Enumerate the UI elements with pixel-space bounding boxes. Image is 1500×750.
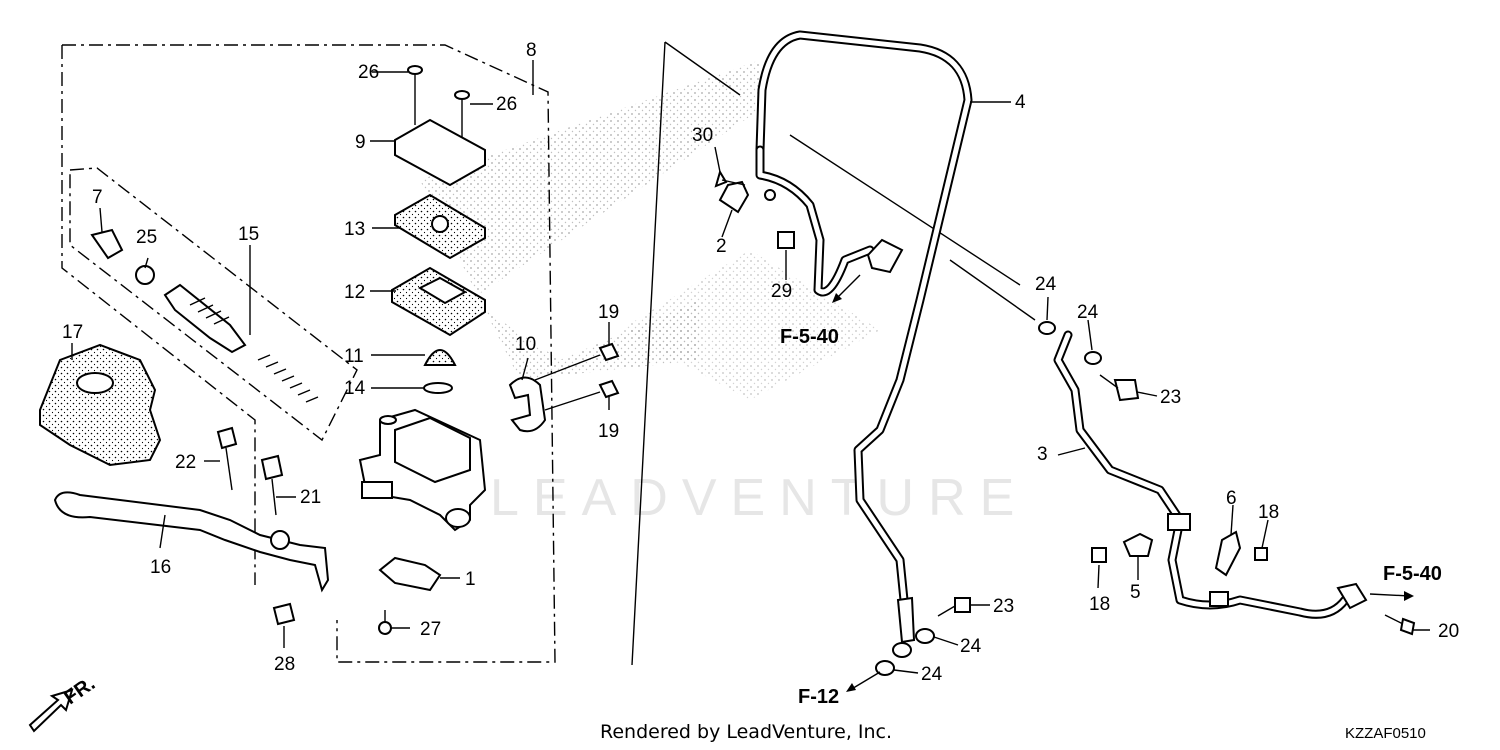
diagram-code: KZZAF0510 <box>1345 725 1426 742</box>
label-20: 20 <box>1438 621 1459 642</box>
label-11: 11 <box>344 346 364 367</box>
label-27: 27 <box>420 619 441 640</box>
reference-arrows <box>832 274 1414 692</box>
label-12: 12 <box>344 282 365 303</box>
piston[interactable] <box>163 283 247 354</box>
shadow-band <box>420 60 760 380</box>
label-29: 29 <box>771 281 792 302</box>
group-outline-left <box>61 45 256 585</box>
ref-f-12[interactable]: F-12 <box>798 686 839 708</box>
label-17: 17 <box>62 322 83 343</box>
label-18-a: 18 <box>1089 594 1110 615</box>
washer-24-b[interactable] <box>915 628 935 644</box>
bolt-19-a[interactable] <box>534 342 620 381</box>
brake-lever[interactable] <box>53 491 330 593</box>
label-24-a: 24 <box>1035 274 1057 295</box>
label-9: 9 <box>355 132 366 153</box>
bolt-29[interactable] <box>777 231 795 249</box>
label-3: 3 <box>1037 444 1048 465</box>
label-25: 25 <box>136 227 157 248</box>
group-outline-piston-kit <box>69 167 358 442</box>
nut-28[interactable] <box>272 602 296 626</box>
label-1: 1 <box>465 569 476 590</box>
bolt-19-b[interactable] <box>544 379 620 411</box>
ref-f-5-40-right[interactable]: F-5-40 <box>1383 563 1442 585</box>
label-24-b: 24 <box>1077 302 1099 323</box>
bolt-30[interactable] <box>714 169 746 188</box>
holder[interactable] <box>508 376 547 433</box>
bolt-20[interactable] <box>1384 614 1416 636</box>
clamp-2[interactable] <box>718 180 750 214</box>
banjo-bolt-23-lower[interactable] <box>937 597 971 617</box>
label-18-b: 18 <box>1258 502 1279 523</box>
label-16: 16 <box>150 557 171 578</box>
brake-hose-3[interactable] <box>1053 330 1368 619</box>
footer-credit: Rendered by LeadVenture, Inc. <box>600 721 892 743</box>
leader-lines <box>71 60 1430 674</box>
label-8: 8 <box>526 40 537 61</box>
label-4: 4 <box>1015 92 1026 113</box>
reservoir-cap[interactable] <box>394 118 486 187</box>
label-21: 21 <box>300 487 321 508</box>
label-7: 7 <box>92 187 103 208</box>
label-26-b: 26 <box>496 94 517 115</box>
label-28: 28 <box>274 654 295 675</box>
watermark-text: LEADVENTURE <box>490 469 1028 527</box>
diaphragm[interactable] <box>391 266 486 337</box>
screw-26-b[interactable] <box>454 90 470 160</box>
label-14: 14 <box>344 378 366 399</box>
label-30: 30 <box>692 125 713 146</box>
boot[interactable] <box>90 228 124 260</box>
banjo-bolt-23-upper[interactable] <box>1099 374 1140 402</box>
label-19-a: 19 <box>598 302 619 323</box>
lever-cover[interactable] <box>39 343 162 467</box>
spring[interactable] <box>257 354 319 403</box>
clamp-5[interactable] <box>1122 532 1154 557</box>
washer-24-c[interactable] <box>875 660 895 676</box>
collar-21[interactable] <box>260 454 284 516</box>
master-cylinder-body[interactable] <box>358 408 487 532</box>
label-24-d: 24 <box>921 664 943 685</box>
group-outline-master-cylinder <box>62 44 556 663</box>
label-26-a: 26 <box>358 62 379 83</box>
pivot-bolt-22[interactable] <box>216 426 238 491</box>
brake-light-switch[interactable] <box>378 556 442 592</box>
stay-6[interactable] <box>1214 530 1242 577</box>
front-direction-marker: FR. <box>28 673 99 733</box>
screw-27[interactable] <box>378 610 392 635</box>
bolt-18-a[interactable] <box>1091 547 1107 563</box>
float[interactable] <box>423 349 457 366</box>
bolt-18-b[interactable] <box>1254 547 1268 561</box>
label-13: 13 <box>344 219 365 240</box>
label-2: 2 <box>716 236 727 257</box>
label-6: 6 <box>1226 488 1237 509</box>
label-22: 22 <box>175 452 196 473</box>
label-10: 10 <box>515 334 536 355</box>
part-labels: 1 2 3 4 5 6 7 8 9 10 11 12 13 14 15 16 1… <box>62 40 1459 685</box>
circlip-25[interactable] <box>135 265 155 285</box>
watermark: LEADVENTURE <box>490 250 1028 527</box>
label-23-a: 23 <box>1160 387 1181 408</box>
washer-24-a[interactable] <box>1038 321 1056 335</box>
snap-ring-14[interactable] <box>423 382 453 394</box>
projection-lines <box>631 41 1036 666</box>
label-5: 5 <box>1130 582 1141 603</box>
label-24-c: 24 <box>960 636 982 657</box>
screw-26-a[interactable] <box>407 65 423 125</box>
label-15: 15 <box>238 224 259 245</box>
label-23-b: 23 <box>993 596 1014 617</box>
ref-f-5-40-top[interactable]: F-5-40 <box>780 326 839 348</box>
label-19-b: 19 <box>598 421 619 442</box>
brake-hose-4[interactable] <box>755 30 973 644</box>
